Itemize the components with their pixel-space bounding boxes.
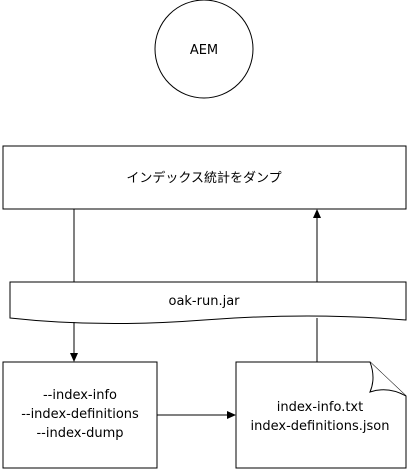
aem-label: AEM	[190, 43, 218, 58]
dump-stats-node: インデックス統計をダンプ	[2, 145, 407, 210]
option-index-info: --index-info	[43, 388, 117, 403]
aem-circle	[154, 0, 254, 99]
oak-run-node: oak-run.jar	[9, 281, 407, 325]
option-index-definitions: --index-definitions	[21, 407, 139, 422]
output-files-shape	[235, 361, 407, 469]
output-index-info-txt: index-info.txt	[277, 400, 363, 415]
arrowhead-right-icon	[227, 411, 236, 419]
arrowhead-up-icon	[313, 209, 321, 218]
arrowhead-down-icon	[70, 353, 78, 362]
edges	[70, 209, 321, 419]
oak-run-shape	[9, 281, 407, 325]
folded-corner-icon	[369, 361, 407, 397]
options-box	[2, 361, 158, 469]
dump-stats-box	[2, 145, 407, 210]
aem-node: AEM	[154, 0, 254, 99]
option-index-dump: --index-dump	[36, 426, 123, 441]
dump-stats-label: インデックス統計をダンプ	[126, 170, 281, 186]
output-files-node: index-info.txt index-definitions.json	[235, 361, 407, 469]
options-node: --index-info --index-definitions --index…	[2, 361, 158, 469]
oak-run-label: oak-run.jar	[168, 294, 240, 309]
output-index-definitions-json: index-definitions.json	[251, 419, 390, 434]
